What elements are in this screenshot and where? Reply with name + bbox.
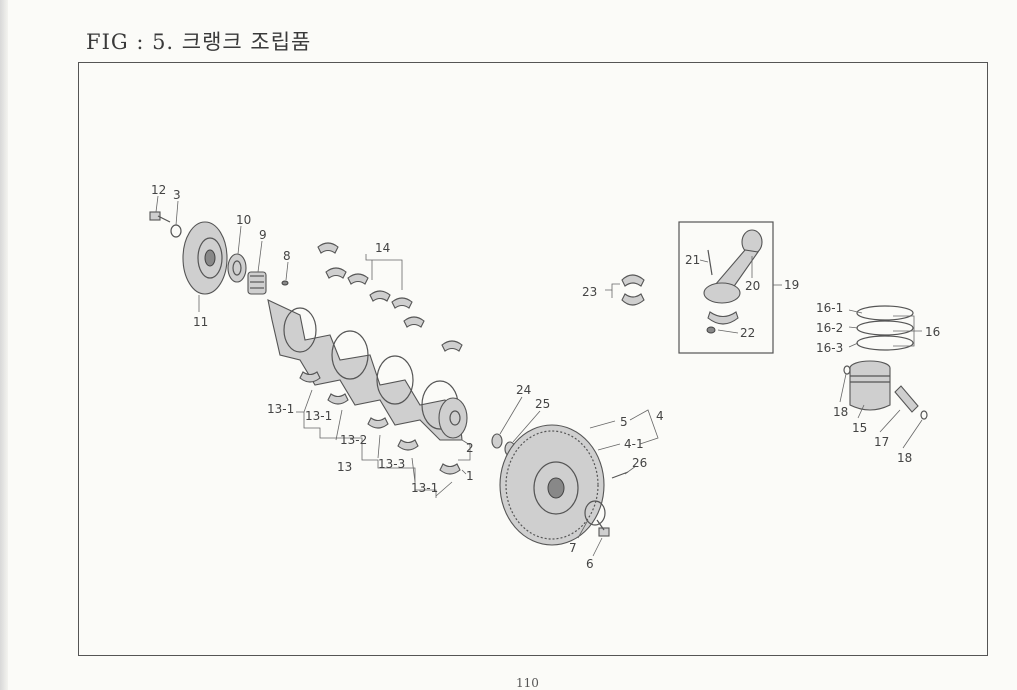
part-label-13-2: 13-2 [340,433,367,447]
part-label-13-1-c: 13-1 [411,481,438,495]
bolt-6 [596,519,610,537]
washer-3 [170,224,182,238]
part-label-25: 25 [535,397,550,411]
part-label-2: 2 [466,441,474,455]
scan-edge-shadow [0,0,8,690]
part-label-11: 11 [193,315,208,329]
leader-lines [155,195,923,557]
part-label-19: 19 [784,278,799,292]
part-label-17: 17 [874,435,889,449]
nut-22 [706,311,739,334]
part-label-16: 16 [925,325,940,339]
connecting-rod-20 [703,229,763,304]
part-label-1: 1 [466,469,474,483]
part-label-15: 15 [852,421,867,435]
bushing-24 [491,433,503,449]
part-label-16-1: 16-1 [816,301,843,315]
plate-7 [584,500,606,526]
part-label-16-3: 16-3 [816,341,843,355]
conrod-bearing-23 [621,274,645,306]
crankshaft [267,299,468,441]
part-label-7: 7 [569,541,577,555]
part-label-18-b: 18 [897,451,912,465]
part-label-8: 8 [283,249,291,263]
part-label-13-1-b: 13-1 [305,409,332,423]
seal-10 [227,253,247,283]
part-label-4-1: 4-1 [624,437,644,451]
diagram-frame [78,62,988,656]
key-8 [281,280,289,286]
part-label-12: 12 [151,183,166,197]
piston-pin-17 [894,385,919,413]
pin-26 [611,471,629,479]
bolt-21 [707,249,713,276]
piston-rings-16 [856,305,914,351]
part-label-23: 23 [582,285,597,299]
pulley-11 [182,221,228,295]
piston-15 [849,360,891,411]
part-label-24: 24 [516,383,531,397]
snap-ring-18-right [920,410,928,420]
snap-ring-18-left [843,365,851,375]
figure-title: FIG : 5. 크랭크 조립품 [86,30,312,54]
part-label-9: 9 [259,228,267,242]
bolt-12 [149,211,171,223]
part-label-21: 21 [685,253,700,267]
part-label-4: 4 [656,409,664,423]
part-label-14: 14 [375,241,390,255]
part-label-5: 5 [620,415,628,429]
part-label-20: 20 [745,279,760,293]
conrod-box-19 [678,221,774,354]
part-label-10: 10 [236,213,251,227]
part-label-6: 6 [586,557,594,571]
lower-bearings-13 [299,371,461,475]
page-number: 110 [516,676,539,690]
part-label-16-2: 16-2 [816,321,843,335]
part-label-22: 22 [740,326,755,340]
gear-9 [247,271,267,295]
upper-bearings-14 [317,242,463,352]
part-label-13-1-a: 13-1 [267,402,294,416]
part-label-26: 26 [632,456,647,470]
part-label-13-3: 13-3 [378,457,405,471]
part-label-13: 13 [337,460,352,474]
part-label-3: 3 [173,188,181,202]
flywheel-4 [499,424,605,546]
part-label-18-a: 18 [833,405,848,419]
